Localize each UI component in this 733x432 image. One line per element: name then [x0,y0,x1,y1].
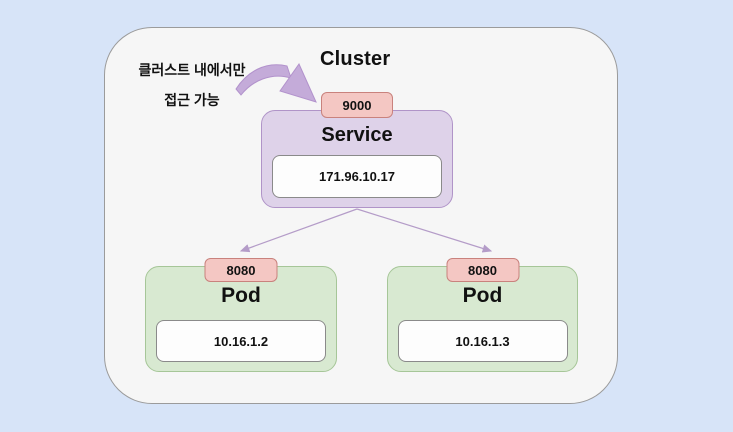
pod1-ip-box: 10.16.1.2 [156,320,326,362]
annotation-line-2: 접근 가능 [164,92,220,108]
service-node: 9000 Service 171.96.10.17 [261,92,453,208]
service-label: Service [321,124,393,146]
service-ip-box: 171.96.10.17 [272,155,442,198]
pod1-port-badge: 8080 [204,258,278,282]
pod2-port-badge: 8080 [446,258,519,282]
cluster-access-note: 클러스트 내에서만 접근 가능 [113,55,271,115]
annotation-line-1: 클러스트 내에서만 [138,62,246,78]
service-port-badge: 9000 [321,92,393,118]
pod2-label: Pod [462,284,503,307]
pod-node-2: 8080 Pod 10.16.1.3 [387,258,578,372]
pod1-label: Pod [221,284,261,307]
pod2-ip-box: 10.16.1.3 [397,320,568,362]
pod-node-1: 8080 Pod 10.16.1.2 [145,258,337,372]
cluster-label: Cluster [320,48,391,70]
